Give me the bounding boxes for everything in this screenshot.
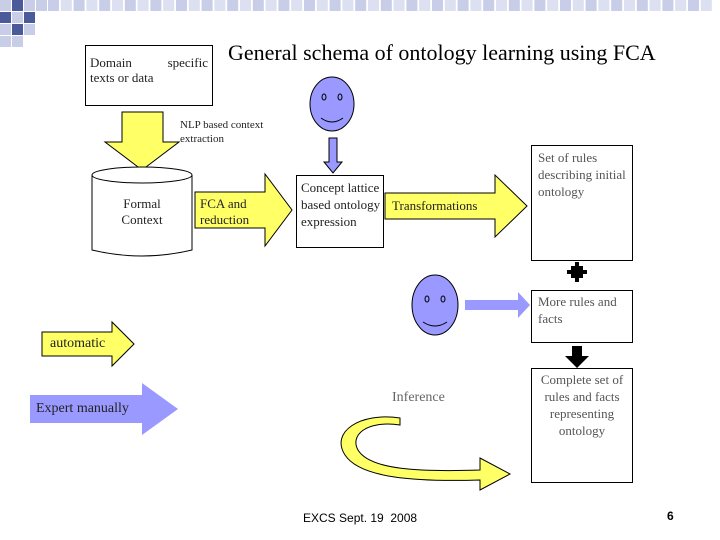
initial-rules-box: Set of rules describing initial ontology: [531, 145, 633, 261]
formal-context-label: Formal Context: [121, 196, 163, 227]
expert-legend-label: Expert manually: [36, 401, 129, 416]
pattern-square: [291, 0, 303, 11]
pattern-square: [12, 24, 23, 35]
pattern-square: [73, 0, 85, 11]
pattern-square: [227, 0, 239, 11]
pattern-square: [368, 0, 379, 11]
pattern-square: [86, 0, 98, 11]
pattern-square: [265, 0, 277, 11]
more-rules-box: More rules and facts: [531, 290, 633, 343]
pattern-square: [36, 0, 47, 11]
pattern-square: [380, 0, 392, 11]
footer-text: EXCS Sept. 19 2008: [303, 511, 418, 525]
pattern-square: [611, 0, 623, 11]
domain-texts-label: Domain specific texts or data: [90, 55, 212, 85]
pattern-square: [560, 0, 571, 11]
pattern-square: [278, 0, 290, 11]
pattern-square: [329, 0, 341, 11]
pattern-square: [662, 0, 674, 11]
pattern-square: [150, 0, 162, 11]
concept-lattice-label: Concept lattice based ontology expressio…: [301, 180, 381, 229]
pattern-square: [572, 0, 584, 11]
pattern-square: [508, 0, 520, 11]
transformations-label: Transformations: [392, 198, 478, 213]
domain-texts-box: Domain specific texts or data: [85, 45, 213, 106]
pattern-square: [406, 0, 418, 11]
expert-arrow-to-more-rules: [465, 292, 530, 318]
pattern-square: [24, 24, 35, 35]
pattern-square: [0, 0, 11, 11]
pattern-square: [304, 0, 315, 11]
pattern-square: [636, 0, 648, 11]
pattern-square: [176, 0, 187, 11]
pattern-square: [0, 24, 11, 35]
pattern-square: [252, 0, 264, 11]
pattern-square: [496, 0, 507, 11]
pattern-square: [457, 0, 469, 11]
pattern-square: [214, 0, 226, 11]
fca-reduction-arrow: [194, 172, 293, 248]
pattern-square: [393, 0, 405, 11]
formal-context-cylinder: [91, 166, 193, 257]
concept-lattice-box: Concept lattice based ontology expressio…: [296, 175, 384, 248]
pattern-square: [534, 0, 546, 11]
pattern-square: [624, 0, 635, 11]
down-arrow-icon: [565, 346, 589, 368]
pattern-square: [419, 0, 431, 11]
pattern-square: [316, 0, 328, 11]
automatic-legend-arrow: [41, 320, 135, 368]
pattern-square: [48, 0, 59, 11]
pattern-square: [201, 0, 213, 11]
expert-arrow-to-lattice: [322, 137, 344, 174]
pattern-square: [700, 0, 712, 11]
inference-loop-arrow: [340, 416, 512, 491]
face-icon: [309, 76, 355, 132]
pattern-square: [124, 0, 136, 11]
pattern-square: [24, 0, 35, 11]
complete-set-label: Complete set of rules and facts represen…: [540, 372, 624, 438]
pattern-square: [444, 0, 456, 11]
pattern-square: [12, 0, 23, 11]
pattern-square: [99, 0, 111, 11]
pattern-square: [483, 0, 495, 11]
pattern-square: [112, 0, 123, 11]
pattern-square: [60, 0, 72, 11]
initial-rules-label: Set of rules describing initial ontology: [538, 150, 626, 199]
page-number: 6: [667, 509, 674, 523]
face-icon: [411, 274, 459, 336]
pattern-square: [470, 0, 482, 11]
expert-legend-arrow: [30, 383, 178, 435]
pattern-square: [598, 0, 610, 11]
pattern-square: [12, 12, 23, 23]
pattern-square: [432, 0, 443, 11]
plus-sign-icon: [567, 262, 587, 282]
extraction-arrow: [103, 111, 181, 171]
pattern-square: [521, 0, 533, 11]
fca-reduction-label: FCA and reduction: [200, 196, 250, 227]
pattern-square: [0, 12, 11, 23]
pattern-square: [675, 0, 687, 11]
pattern-square: [342, 0, 354, 11]
pattern-square: [585, 0, 597, 11]
pattern-square: [137, 0, 149, 11]
pattern-square: [240, 0, 251, 11]
pattern-square: [649, 0, 661, 11]
pattern-square: [355, 0, 367, 11]
pattern-square: [547, 0, 559, 11]
transformations-arrow: [384, 173, 528, 239]
more-rules-label: More rules and facts: [538, 294, 617, 326]
pattern-square: [0, 36, 11, 47]
pattern-square: [24, 12, 35, 23]
pattern-square: [688, 0, 699, 11]
pattern-square: [188, 0, 200, 11]
pattern-square: [163, 0, 175, 11]
page-title: General schema of ontology learning usin…: [228, 40, 656, 65]
pattern-square: [12, 36, 23, 47]
inference-label: Inference: [392, 390, 445, 405]
nlp-extraction-label: NLP based context extraction: [180, 119, 264, 145]
complete-set-box: Complete set of rules and facts represen…: [531, 368, 633, 483]
automatic-legend-label: automatic: [50, 336, 106, 351]
